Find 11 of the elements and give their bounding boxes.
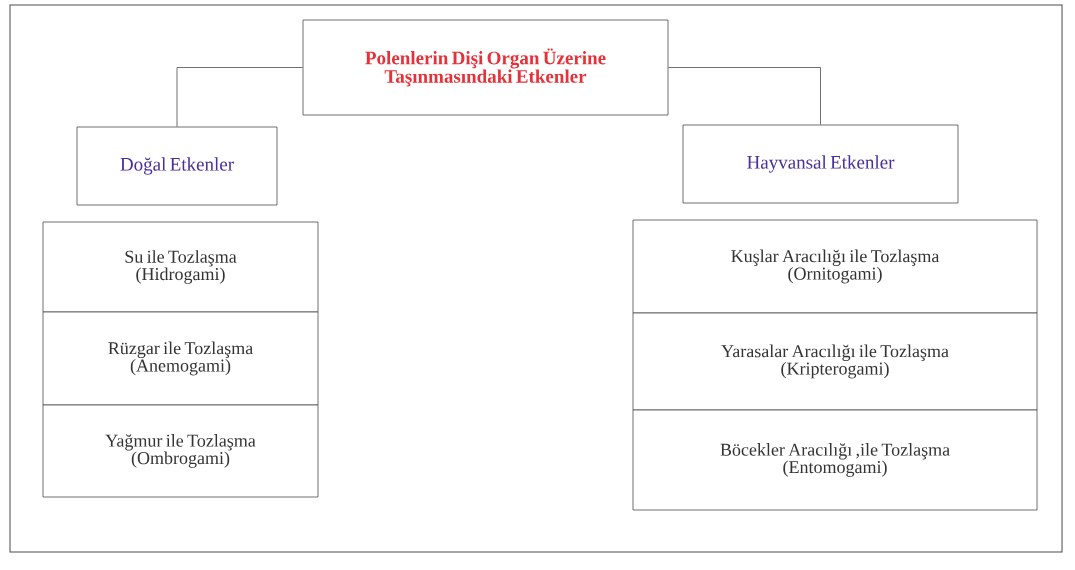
category-box: Hayvansal Etkenler bbox=[682, 124, 959, 204]
connector-line bbox=[668, 67, 821, 125]
list-cell: Yağmur ile Tozlaşma (Ombrogami) bbox=[42, 404, 319, 498]
category-box: Doğal Etkenler bbox=[76, 126, 278, 206]
list-cell: Kuşlar Aracılığı ile Tozlaşma (Ornitogami) bbox=[632, 219, 1038, 314]
list-cell: Rüzgar ile Tozlaşma (Anemogami) bbox=[42, 311, 319, 406]
list-cell: Yarasalar Aracılığı ile Tozlaşma (Kripterogami) bbox=[632, 312, 1038, 411]
connector-line bbox=[176, 67, 303, 127]
list-cell: Böcekler Aracılığı ,ile Tozlaşma (Entomogami) bbox=[632, 409, 1038, 511]
list-cell: Su ile Tozlaşma (Hidrogami) bbox=[42, 221, 319, 313]
title-box: Polenlerin Dişi Organ Üzerine Taşınmasındaki Etkenler bbox=[302, 19, 669, 116]
